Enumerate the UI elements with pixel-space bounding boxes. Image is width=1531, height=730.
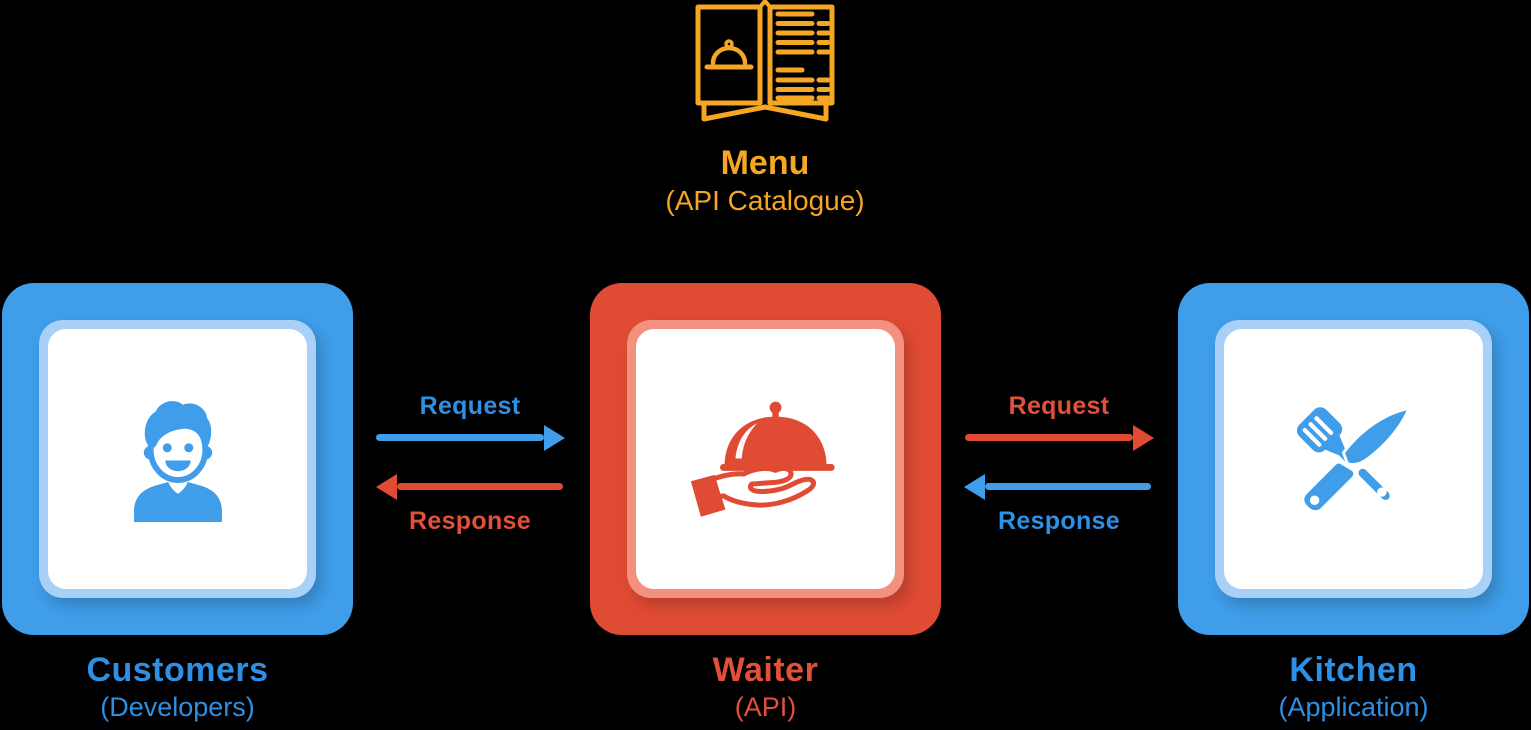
- node-waiter-frame: [627, 320, 904, 598]
- right-response-label: Response: [998, 507, 1120, 535]
- waiter-subtitle: (API): [734, 692, 797, 722]
- kitchen-label: Kitchen (Application): [1178, 650, 1529, 724]
- kitchen-subtitle: (Application): [1278, 692, 1429, 722]
- left-request-label: Request: [419, 392, 521, 420]
- menu-title: Menu: [720, 144, 810, 182]
- person-icon: [129, 397, 227, 522]
- left-request-arrow: [376, 434, 544, 441]
- serving-hand-icon: [688, 393, 843, 525]
- menu-block: Menu (API Catalogue): [615, 0, 915, 218]
- node-waiter: [590, 283, 941, 635]
- right-request-label: Request: [1008, 392, 1110, 420]
- node-kitchen-frame: [1215, 320, 1492, 598]
- kitchen-title: Kitchen: [1289, 651, 1418, 689]
- menu-subtitle: (API Catalogue): [665, 185, 865, 216]
- customers-label: Customers (Developers): [2, 650, 353, 724]
- waiter-label: Waiter (API): [590, 650, 941, 724]
- node-kitchen-card: [1224, 329, 1483, 589]
- customers-subtitle: (Developers): [100, 692, 255, 722]
- node-waiter-card: [636, 329, 895, 589]
- node-kitchen: [1178, 283, 1529, 635]
- right-request-arrow: [965, 434, 1133, 441]
- menu-book-icon: [690, 0, 840, 125]
- utensils-icon: [1283, 393, 1425, 526]
- node-customers: [2, 283, 353, 635]
- node-customers-card: [48, 329, 307, 589]
- left-response-arrow: [397, 483, 563, 490]
- waiter-title: Waiter: [712, 651, 819, 689]
- right-response-arrow: [985, 483, 1151, 490]
- node-customers-frame: [39, 320, 316, 598]
- left-response-label: Response: [409, 507, 531, 535]
- customers-title: Customers: [86, 651, 269, 689]
